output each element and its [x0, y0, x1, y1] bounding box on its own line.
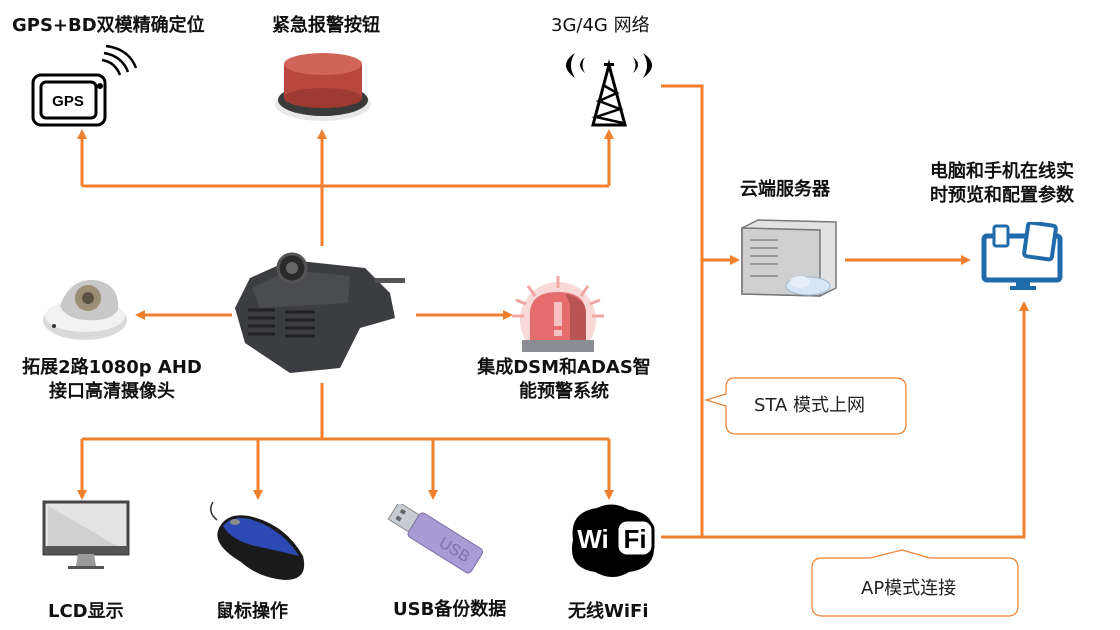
dashcam-device-icon[interactable]: [230, 248, 420, 376]
monitor-icon: [42, 500, 130, 569]
network-label: 3G/4G 网络: [551, 15, 650, 36]
clients-label: 电脑和手机在线实 时预览和配置参数: [930, 160, 1110, 208]
cloud-server-label: 云端服务器: [740, 179, 830, 200]
dsm-adas-label-line1: 集成DSM和ADAS智: [477, 357, 651, 378]
dsm-adas-label-line2: 能预警系统: [519, 381, 609, 402]
alarm-button-label: 紧急报警按钮: [272, 15, 380, 36]
line-network-trunk: [661, 84, 704, 537]
line-wifi-ap: [661, 301, 1029, 539]
clients-label-line1: 电脑和手机在线实: [930, 161, 1074, 182]
usb-label: USB备份数据: [393, 599, 507, 620]
siren-icon: [512, 276, 604, 352]
gps-icon: GPS: [31, 44, 138, 127]
ahd-camera-label-line1: 拓展2路1080p AHD: [22, 357, 202, 378]
gps-label: GPS+BD双模精确定位: [12, 15, 205, 36]
server-icon: [741, 219, 837, 297]
mouse-label: 鼠标操作: [216, 601, 288, 622]
ahd-camera-label: 拓展2路1080p AHD 接口高清摄像头: [12, 356, 212, 404]
dome-camera-icon: [43, 279, 127, 340]
svg-text:Fi: Fi: [623, 524, 646, 554]
wifi-label: 无线WiFi: [568, 601, 649, 622]
wifi-icon[interactable]: Wi Fi: [563, 500, 661, 580]
devices-icon: [981, 222, 1063, 290]
clients-label-line2: 时预览和配置参数: [930, 185, 1074, 206]
svg-text:Wi: Wi: [577, 524, 609, 554]
lcd-label: LCD显示: [48, 601, 124, 622]
ap-callout-shape: [811, 549, 1019, 617]
dsm-adas-label: 集成DSM和ADAS智 能预警系统: [464, 356, 664, 404]
mouse-icon: [210, 501, 305, 580]
ap-callout-text: AP模式连接: [861, 578, 957, 599]
cell-tower-icon: [566, 53, 652, 127]
svg-text:GPS: GPS: [52, 93, 84, 110]
sta-callout-shape: [704, 377, 907, 435]
alarm-button-icon: [275, 53, 371, 121]
ahd-camera-label-line2: 接口高清摄像头: [49, 381, 175, 402]
usb-drive-icon: USB: [387, 504, 484, 574]
sta-callout-text: STA 模式上网: [754, 395, 866, 416]
